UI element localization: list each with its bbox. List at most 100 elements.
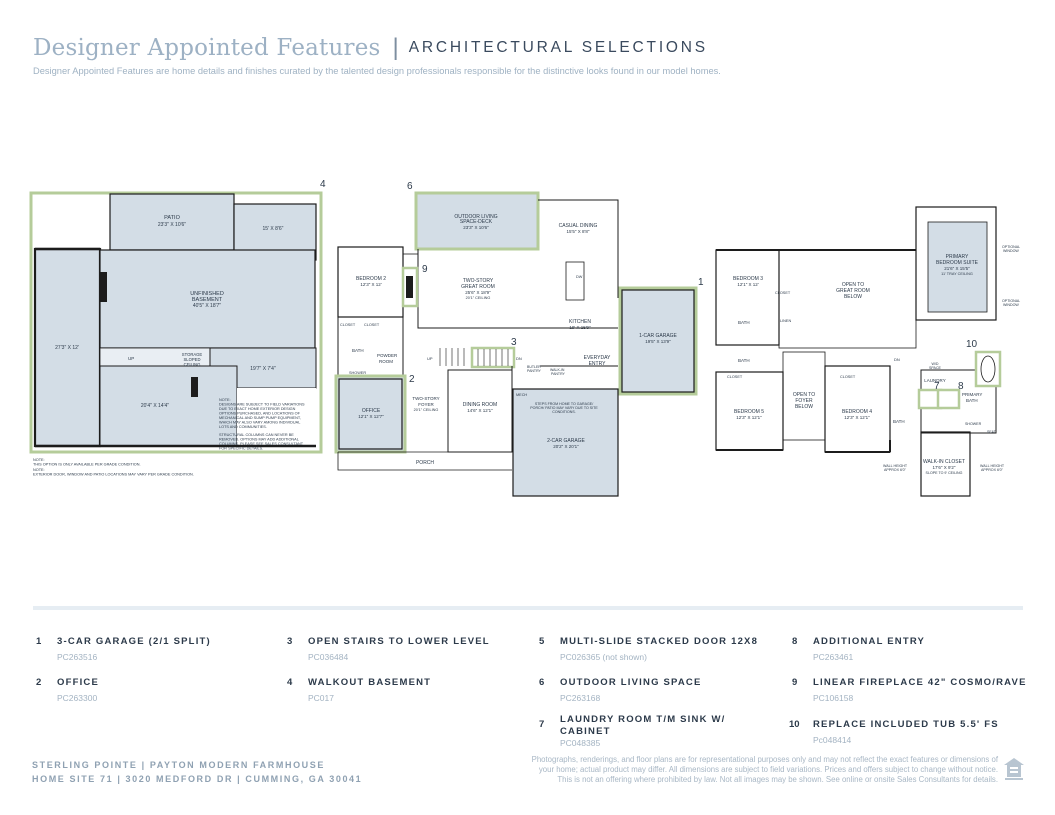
basement-room-b <box>99 365 238 447</box>
bedroom-3 <box>715 249 780 346</box>
community-plan-line: STERLING POINTE | PAYTON MODERN FARMHOUS… <box>32 760 325 770</box>
label-optional-window-b: OPTIONAL <box>1002 299 1020 303</box>
basement-note-below: NOTE: THIS OPTION IS ONLY AVAILABLE PER … <box>33 458 194 477</box>
label-storage-1: STORAGE <box>182 352 203 357</box>
label-walkin-closet: WALK-IN CLOSET <box>923 459 965 465</box>
label-upper-closet-a: CLOSET <box>775 291 791 295</box>
label-open-great-3: BELOW <box>844 294 862 300</box>
svg-text:NOTE:: NOTE: <box>33 458 45 462</box>
feature-item-4: 4 WALKOUT BASEMENT PC017 <box>287 677 527 707</box>
label-walkin-dim: 17'6" X 9'2" <box>933 465 956 470</box>
equal-housing-icon <box>1004 758 1024 780</box>
label-patio-dim: 23'3" X 10'6" <box>158 222 186 228</box>
label-steps-1: STEPS FROM HOME TO GARAGE/ <box>535 402 593 406</box>
label-walkin-ceil: SLOPE TO 9' CEILING <box>926 471 963 475</box>
svg-text:MECHANICAL AND SUMP PUMP EQUIP: MECHANICAL AND SUMP PUMP EQUIPMENT, <box>219 416 301 420</box>
label-upper-dn: DN <box>894 357 900 362</box>
feature-item-6: 6 OUTDOOR LIVING SPACE PC263168 <box>539 677 779 707</box>
svg-text:EXTERIOR DOOR, WINDOW AND PATI: EXTERIOR DOOR, WINDOW AND PATIO LOCATION… <box>33 473 194 477</box>
callout-7: 7 <box>934 381 940 392</box>
feature-number: 2 <box>36 677 42 688</box>
walkout-basement-highlight <box>29 191 323 454</box>
label-laundry: LAUNDRY <box>924 378 945 383</box>
label-great-dim: 25'6" X 18'9" <box>465 290 491 295</box>
label-left-dim: 27'3" X 12' <box>55 345 79 351</box>
feature-code: PC263516 <box>57 652 98 662</box>
svg-text:FOR SPECIFIC DETAILS.: FOR SPECIFIC DETAILS. <box>219 447 263 451</box>
feature-number: 8 <box>792 636 798 647</box>
feature-code: PC048385 <box>560 738 601 748</box>
feature-code: PC106158 <box>813 693 854 703</box>
label-dining: DINING ROOM <box>463 402 497 408</box>
feature-number: 4 <box>287 677 293 688</box>
label-steps-3: CONDITIONS. <box>552 410 576 414</box>
feature-number: 1 <box>36 636 42 647</box>
basement-room-left <box>33 247 102 448</box>
page-subtitle: ARCHITECTURAL SELECTIONS <box>408 39 708 56</box>
label-butler-2: PANTRY <box>527 369 542 373</box>
label-room-b-dim: 20'4" X 14'4" <box>141 403 169 409</box>
label-bed5: BEDROOM 5 <box>734 409 764 415</box>
one-car-garage-highlight <box>618 286 698 396</box>
label-linen: LINEN <box>780 319 791 323</box>
feature-code: PC263300 <box>57 693 98 703</box>
feature-item-5: 5 MULTI-SLIDE STACKED DOOR 12X8 PC026365… <box>539 636 779 666</box>
label-primary-bath-2: BATH <box>966 398 978 403</box>
label-basement-up: UP <box>128 356 134 361</box>
office <box>338 378 403 450</box>
floor-plans: 4 PATIO 23'3" X 10'6" 15' X 8'6" UNFINIS… <box>29 179 1020 497</box>
label-garage2-dim: 20'2" X 20'1" <box>553 444 579 449</box>
additional-entry-highlight <box>936 388 961 410</box>
label-great: TWO-STORY <box>463 278 494 284</box>
two-car-garage <box>512 388 619 497</box>
outdoor-living-highlight <box>414 191 540 251</box>
svg-text:THIS OPTION IS ONLY AVAILABLE: THIS OPTION IS ONLY AVAILABLE PER GRADE … <box>33 463 141 467</box>
callout-2: 2 <box>409 374 415 385</box>
tub-highlight <box>974 350 1002 388</box>
callout-8: 8 <box>958 381 964 392</box>
feature-name: ADDITIONAL ENTRY <box>813 636 926 647</box>
label-closet-b: CLOSET <box>364 323 380 327</box>
label-wall-height-r2: APPROX 6'0" <box>981 468 1004 472</box>
label-optional-window-b2: WINDOW <box>1003 303 1019 307</box>
label-primary-2: BEDROOM SUITE <box>936 260 979 266</box>
svg-text:LOTS AND COMMUNITIES.: LOTS AND COMMUNITIES. <box>219 425 267 429</box>
label-wd: W/D <box>932 362 939 366</box>
kitchen-island <box>565 261 585 301</box>
svg-text:COLUMNS. PLEASE SEE SALES CONS: COLUMNS. PLEASE SEE SALES CONSULTANT <box>219 442 304 446</box>
feature-item-10: 10 REPLACE INCLUDED TUB 5.5' FS Pc048414 <box>789 719 1032 749</box>
label-basement: BASEMENT <box>192 297 223 303</box>
label-bed5-dim: 12'3" X 12'1" <box>736 415 762 420</box>
porch-outline <box>337 451 512 471</box>
label-garage1-dim: 19'5" X 13'9" <box>645 339 671 344</box>
feature-name: LINEAR FIREPLACE 42" COSMO/RAVE <box>813 677 1027 688</box>
label-upper-closet-c: CLOSET <box>840 375 856 379</box>
walkin-closet <box>920 431 971 497</box>
label-outdoor: OUTDOOR LIVING <box>454 214 497 220</box>
label-everyday: EVERYDAY <box>584 355 611 361</box>
header: Designer Appointed Features | ARCHITECTU… <box>33 34 708 62</box>
svg-text:DESIGNS ARE SUBJECT TO FIELD V: DESIGNS ARE SUBJECT TO FIELD VARIATIONS <box>219 403 305 407</box>
feature-number: 10 <box>789 719 800 730</box>
feature-name: 3-CAR GARAGE (2/1 SPLIT) <box>57 636 211 647</box>
label-bath-main: BATH <box>352 348 364 353</box>
feature-number: 3 <box>287 636 293 647</box>
label-garage2: 2-CAR GARAGE <box>547 438 585 444</box>
label-walkin-pantry-2: PANTRY <box>551 372 566 376</box>
feature-name: REPLACE INCLUDED TUB 5.5' FS <box>813 719 999 730</box>
feature-item-7: 7 LAUNDRY ROOM T/M SINK W/ CABINET PC048… <box>539 714 779 750</box>
label-upper-bath-c: BATH <box>893 419 905 424</box>
label-open-foyer-2: FOYER <box>795 398 813 404</box>
feature-code: PC017 <box>308 693 334 703</box>
label-great-ceil: 20'1" CEILING <box>466 296 491 300</box>
label-storage-3: CEILING <box>184 362 201 367</box>
basement-note-inside: NOTE: DESIGNS ARE SUBJECT TO FIELD VARIA… <box>219 398 305 451</box>
label-upper-bath-b: BATH <box>738 358 750 363</box>
label-butler: BUTLER <box>527 365 541 369</box>
label-office-dim: 12'1" X 12'7" <box>358 414 384 419</box>
label-casual: CASUAL DINING <box>559 223 598 229</box>
feature-name: OFFICE <box>57 677 100 688</box>
basement-column <box>100 272 107 302</box>
feature-code: PC026365 (not shown) <box>560 652 647 662</box>
label-casual-dim: 15'5" X 8'8" <box>567 229 590 234</box>
